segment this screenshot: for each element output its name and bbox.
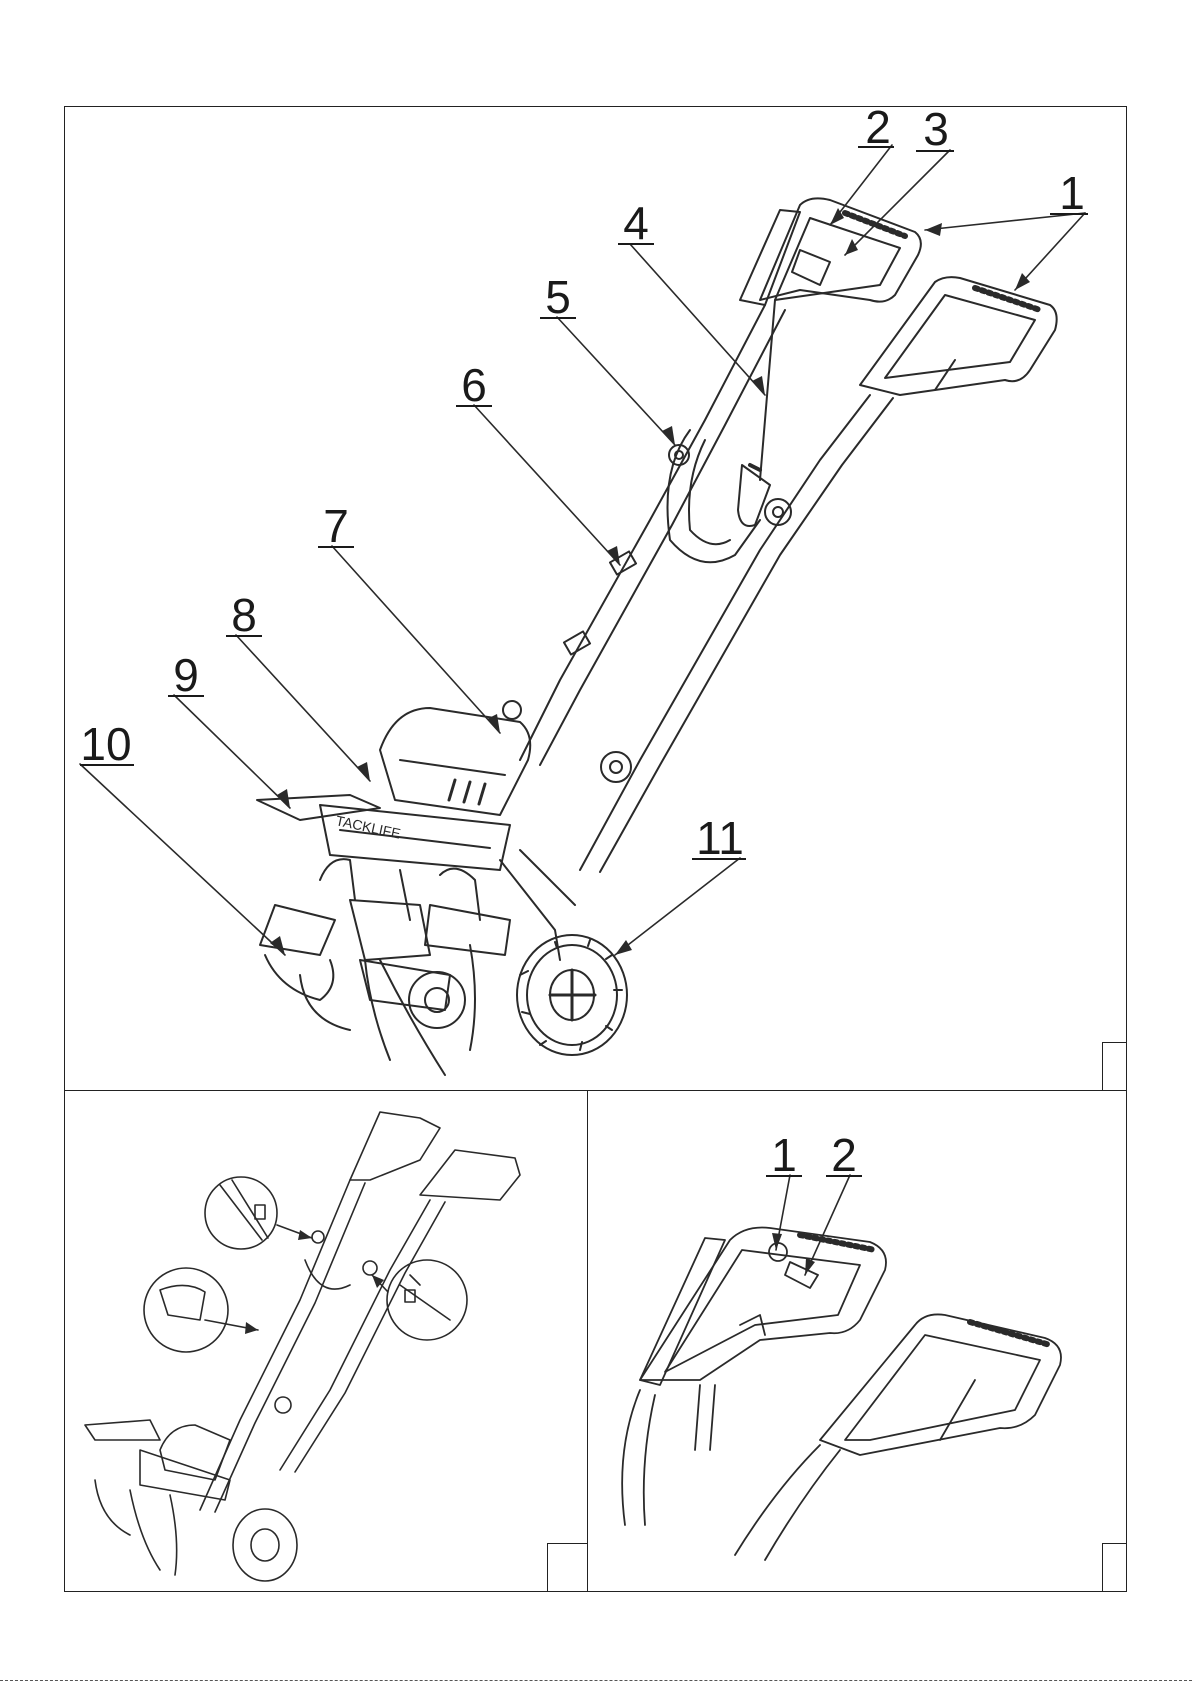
- callout-underline: [692, 858, 746, 860]
- callout-number: 5: [536, 274, 580, 320]
- callout-number: 1: [762, 1132, 806, 1178]
- callout-underline: [540, 317, 576, 319]
- callout-number: 4: [614, 200, 658, 246]
- page-bottom-rule: [0, 1680, 1192, 1681]
- callout-number: 2: [822, 1132, 866, 1178]
- callout-underline: [226, 635, 262, 637]
- callout-underline: [80, 764, 134, 766]
- callout-underline: [858, 146, 894, 148]
- callout-number: 7: [314, 503, 358, 549]
- callout-underline: [1050, 213, 1088, 215]
- callout-number: 1: [1050, 170, 1094, 216]
- callout-underline: [456, 405, 492, 407]
- callout-number: 3: [914, 106, 958, 152]
- callout-underline: [916, 150, 954, 152]
- tines: [260, 859, 510, 1075]
- callout-underline: [766, 1175, 802, 1177]
- callout-number: 11: [690, 815, 750, 861]
- callout-underline: [618, 243, 654, 245]
- tacklife-logo: TACKLIFE: [334, 812, 402, 841]
- callout-number: 8: [222, 592, 266, 638]
- callout-number: 2: [856, 104, 900, 150]
- callout-underline: [168, 695, 204, 697]
- wheel: [517, 935, 627, 1055]
- callout-underline: [318, 546, 354, 548]
- tiller-illustration: TACKLIFE: [257, 198, 1057, 1075]
- callout-number: 9: [164, 652, 208, 698]
- callout-number: 10: [76, 721, 136, 767]
- assembly-illustration: [85, 1112, 520, 1581]
- callout-leaders: [80, 145, 1085, 955]
- handle-detail-illustration: [622, 1228, 1061, 1561]
- callout-number: 6: [452, 362, 496, 408]
- callout-arrowheads: [270, 208, 1030, 955]
- callout-underline: [826, 1175, 862, 1177]
